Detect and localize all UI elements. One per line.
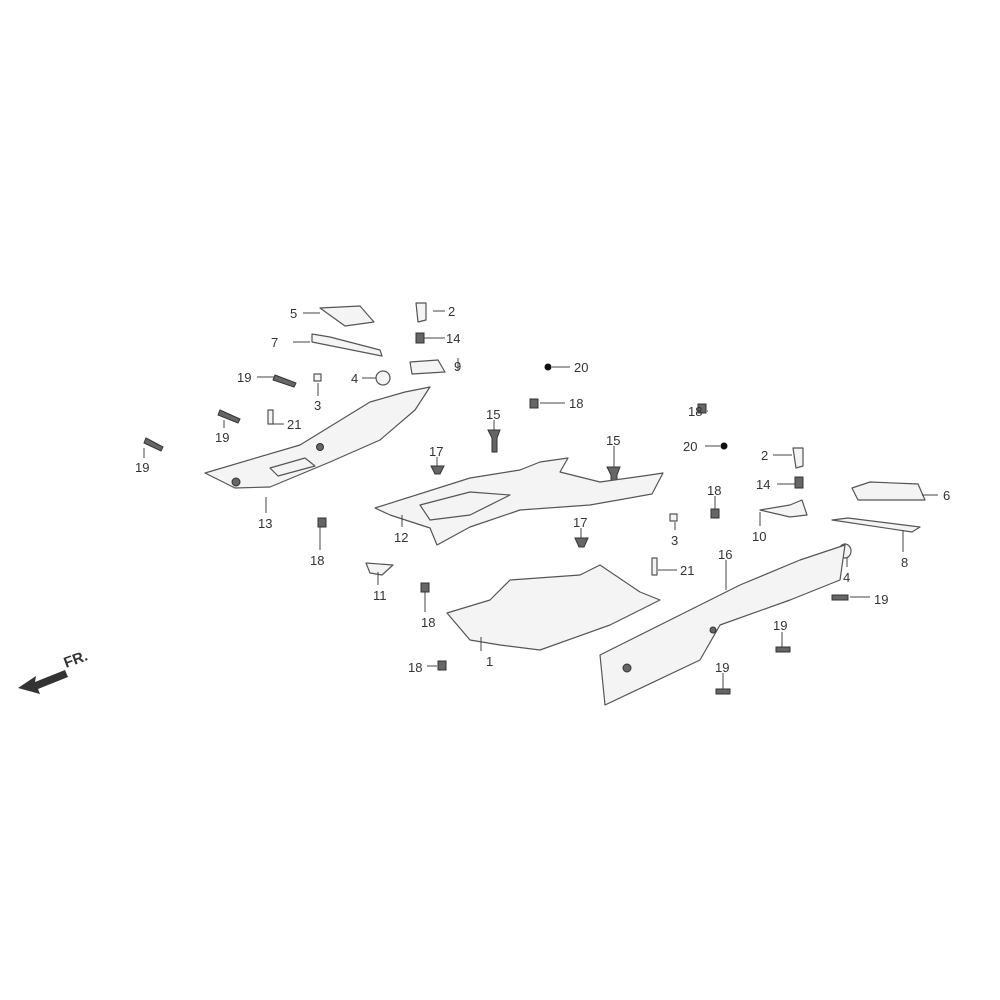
part-15-bolt — [487, 429, 501, 453]
part-18-clip — [317, 517, 327, 528]
callout-2: 2 — [448, 304, 455, 319]
callout-19: 19 — [215, 430, 229, 445]
part-16-hole — [709, 626, 717, 634]
part-3-nut — [313, 373, 322, 382]
part-18-clip — [697, 403, 707, 414]
front-direction-arrow-icon — [18, 670, 68, 694]
callout-9: 9 — [454, 359, 461, 374]
part-12-floor-panel — [374, 457, 664, 546]
part-13-detail — [269, 457, 316, 477]
callout-5: 5 — [290, 306, 297, 321]
part-3-nut — [669, 513, 678, 522]
front-direction-label: FR. — [62, 648, 91, 672]
callout-14: 14 — [446, 331, 460, 346]
callout-3: 3 — [314, 398, 321, 413]
callout-10: 10 — [752, 529, 766, 544]
callout-19: 19 — [773, 618, 787, 633]
callout-labels: 5 2 14 7 19 4 9 20 3 18 21 19 15 18 19 2… — [135, 304, 950, 675]
callout-14: 14 — [756, 477, 770, 492]
part-7-plate — [311, 333, 383, 357]
callout-17: 17 — [429, 444, 443, 459]
part-18-clip — [437, 660, 447, 671]
callout-21: 21 — [287, 417, 301, 432]
callout-11: 11 — [373, 588, 387, 603]
part-4-collar — [375, 370, 391, 386]
part-19-bolt — [715, 688, 731, 695]
part-5-cover — [319, 305, 375, 327]
callout-18: 18 — [707, 483, 721, 498]
part-18-clip — [420, 582, 430, 593]
part-19-bolt — [831, 594, 849, 601]
part-13-hole — [316, 443, 324, 451]
part-6-cover — [851, 481, 926, 501]
part-13-hole — [231, 477, 241, 487]
callout-18: 18 — [421, 615, 435, 630]
part-14-spring — [415, 332, 425, 344]
callout-13: 13 — [258, 516, 272, 531]
part-17-screw — [574, 537, 589, 548]
part-2-pin — [792, 447, 804, 469]
part-13-side-cover-left — [204, 386, 431, 489]
callout-8: 8 — [901, 555, 908, 570]
part-1-under-cover — [446, 564, 661, 651]
callout-4: 4 — [843, 570, 850, 585]
callout-15: 15 — [606, 433, 620, 448]
part-16-side-cover-right — [599, 544, 846, 706]
part-18-clip — [529, 398, 539, 409]
callout-18: 18 — [310, 553, 324, 568]
callout-7: 7 — [271, 335, 278, 350]
callout-19: 19 — [237, 370, 251, 385]
part-20-grommet — [544, 363, 552, 371]
callout-20: 20 — [574, 360, 588, 375]
part-19-bolt — [143, 437, 164, 452]
callout-12: 12 — [394, 530, 408, 545]
callout-3: 3 — [671, 533, 678, 548]
callout-16: 16 — [718, 547, 732, 562]
part-21-pin — [651, 557, 658, 576]
part-21-pin — [267, 409, 274, 425]
part-20-grommet — [720, 442, 728, 450]
callout-6: 6 — [943, 488, 950, 503]
part-11-cap — [365, 562, 394, 576]
callout-19: 19 — [874, 592, 888, 607]
callout-18: 18 — [688, 404, 702, 419]
callout-2: 2 — [761, 448, 768, 463]
leader-lines — [143, 310, 938, 689]
part-17-screw — [430, 465, 445, 475]
part-9-bracket — [409, 359, 446, 375]
callout-18: 18 — [408, 660, 422, 675]
part-19-bolt — [775, 646, 791, 653]
part-16-hole — [622, 663, 632, 673]
part-12-floor-detail — [419, 491, 511, 521]
callout-19: 19 — [135, 460, 149, 475]
part-19-bolt — [217, 409, 241, 424]
callout-19: 19 — [715, 660, 729, 675]
callout-15: 15 — [486, 407, 500, 422]
callout-18: 18 — [569, 396, 583, 411]
callout-21: 21 — [680, 563, 694, 578]
callout-17: 17 — [573, 515, 587, 530]
callout-1: 1 — [486, 654, 493, 669]
callout-20: 20 — [683, 439, 697, 454]
part-18-clip — [710, 508, 720, 519]
callout-4: 4 — [351, 371, 358, 386]
part-10-bracket — [759, 499, 808, 518]
part-14-spring — [794, 476, 804, 489]
part-8-plate — [831, 517, 921, 533]
part-2-pin — [415, 302, 427, 323]
part-19-bolt — [272, 374, 297, 388]
